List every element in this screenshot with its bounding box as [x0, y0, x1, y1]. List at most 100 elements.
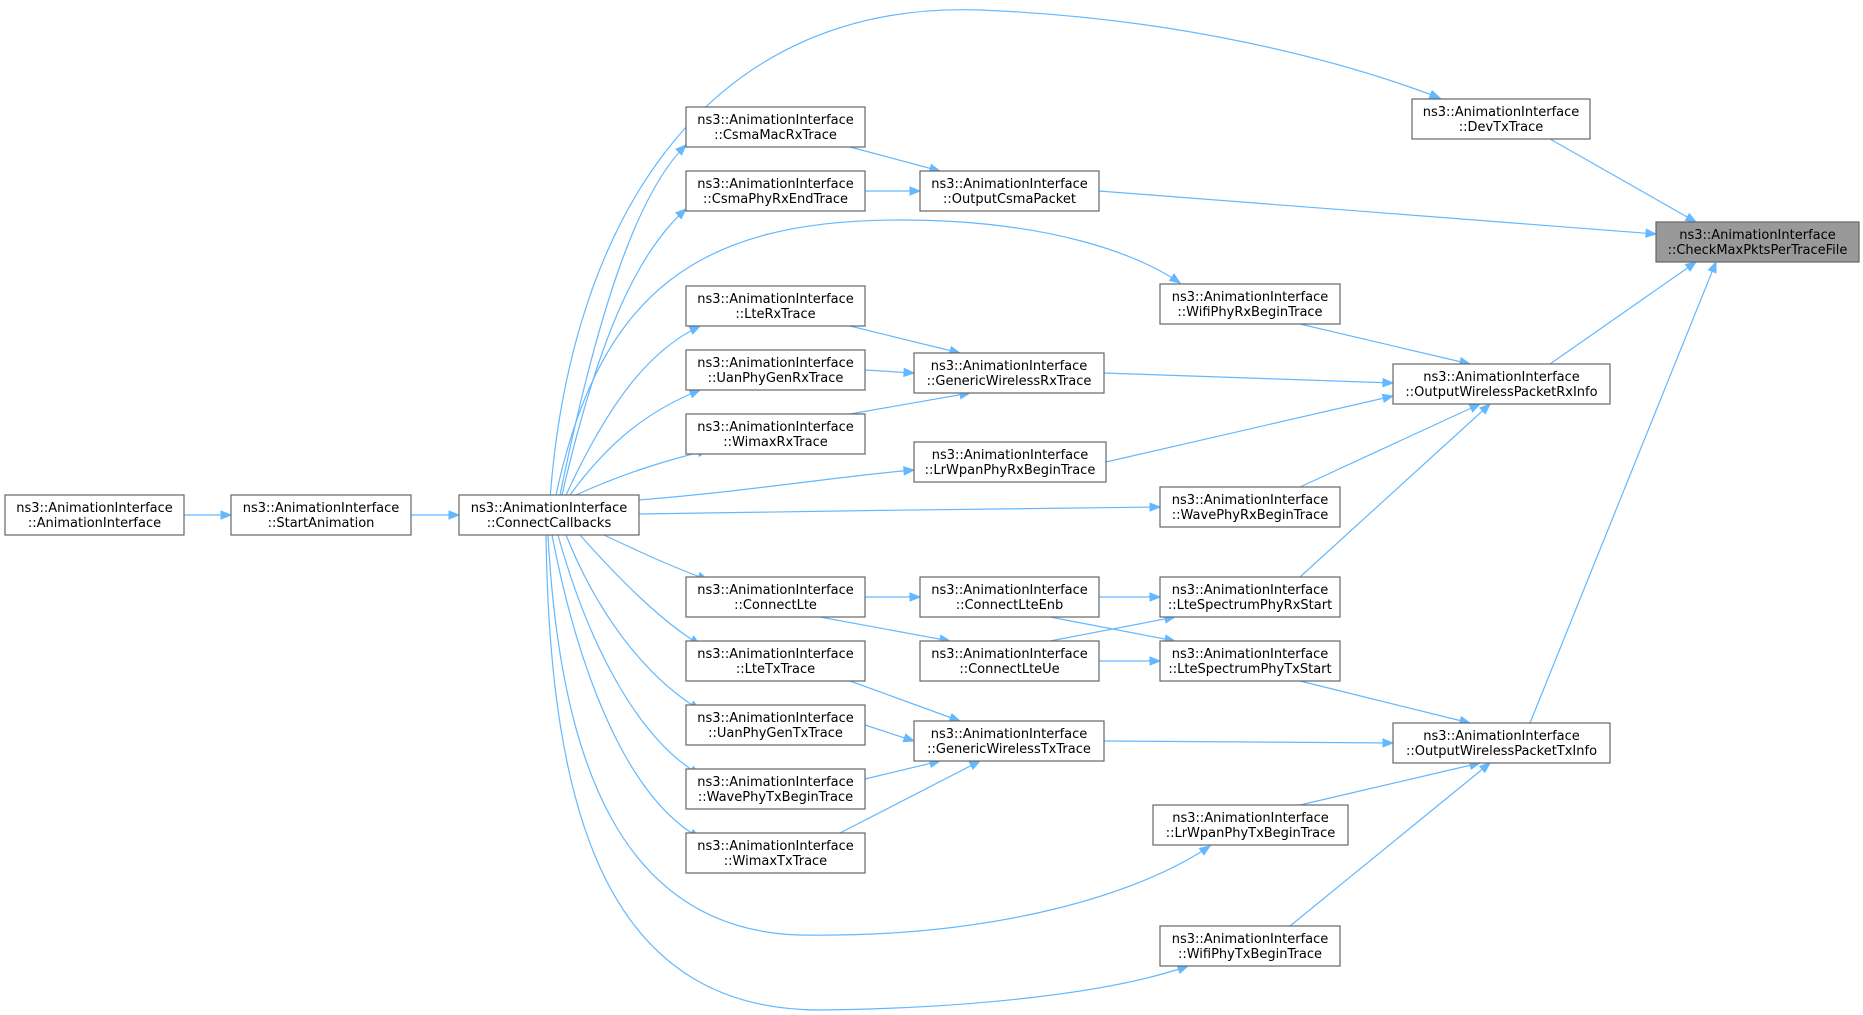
- edge-lwrx-to-outrx: [1105, 393, 1395, 463]
- node-box: [685, 704, 866, 746]
- node-label-line2: ::GenericWirelessRxTrace: [927, 374, 1092, 389]
- node-label-line1: ns3::AnimationInterface: [1172, 290, 1329, 305]
- node-wimaxrx[interactable]: ns3::AnimationInterface::WimaxRxTrace: [685, 413, 866, 455]
- node-ctor[interactable]: ns3::AnimationInterface::AnimationInterf…: [4, 494, 185, 536]
- node-label-line2: ::LrWpanPhyTxBeginTrace: [1166, 826, 1336, 841]
- node-lwtx[interactable]: ns3::AnimationInterface::LrWpanPhyTxBegi…: [1152, 804, 1349, 846]
- edge-cc-to-uanrx: [569, 389, 702, 496]
- node-label-line1: ns3::AnimationInterface: [243, 501, 400, 516]
- node-label-line2: ::WimaxTxTrace: [724, 854, 827, 869]
- edge-cc-to-lwrx: [638, 466, 916, 501]
- node-connue[interactable]: ns3::AnimationInterface::ConnectLteUe: [919, 640, 1100, 682]
- node-ltesrx[interactable]: ns3::AnimationInterface::LteSpectrumPhyR…: [1159, 576, 1341, 618]
- node-box: [1159, 640, 1341, 682]
- nodes-layer: ns3::AnimationInterface::CheckMaxPktsPer…: [4, 98, 1860, 967]
- node-label-line1: ns3::AnimationInterface: [1172, 932, 1329, 947]
- edge-connlte-to-connenb: [865, 592, 922, 602]
- node-uantx[interactable]: ns3::AnimationInterface::UanPhyGenTxTrac…: [685, 704, 866, 746]
- node-label-line1: ns3::AnimationInterface: [1172, 811, 1329, 826]
- edge-wifirx-to-outrx: [1299, 323, 1472, 367]
- edge-cc-to-wimaxrx: [575, 447, 710, 496]
- node-box: [685, 106, 866, 148]
- node-ltetx[interactable]: ns3::AnimationInterface::LteTxTrace: [685, 640, 866, 682]
- node-wifitx[interactable]: ns3::AnimationInterface::WifiPhyTxBeginT…: [1159, 925, 1341, 967]
- node-box: [685, 768, 866, 810]
- node-label-line2: ::ConnectCallbacks: [487, 516, 612, 531]
- edge-genrx-to-outrx: [1103, 372, 1395, 388]
- node-root[interactable]: ns3::AnimationInterface::CheckMaxPktsPer…: [1655, 221, 1860, 263]
- node-box: [1411, 98, 1591, 140]
- edge-outrx-to-root: [1549, 261, 1698, 365]
- edge-ltestx-to-outtx: [1299, 680, 1472, 726]
- node-label-line1: ns3::AnimationInterface: [697, 292, 854, 307]
- node-outrx[interactable]: ns3::AnimationInterface::OutputWirelessP…: [1392, 363, 1611, 405]
- node-label-line1: ns3::AnimationInterface: [1679, 228, 1836, 243]
- node-connlte[interactable]: ns3::AnimationInterface::ConnectLte: [685, 576, 866, 618]
- node-box: [919, 576, 1100, 618]
- node-wavetx[interactable]: ns3::AnimationInterface::WavePhyTxBeginT…: [685, 768, 866, 810]
- node-lterx[interactable]: ns3::AnimationInterface::LteRxTrace: [685, 285, 866, 327]
- node-connenb[interactable]: ns3::AnimationInterface::ConnectLteEnb: [919, 576, 1100, 618]
- node-label-line2: ::ConnectLte: [734, 598, 817, 613]
- edge-cc-to-connlte: [603, 534, 710, 581]
- node-lwrx[interactable]: ns3::AnimationInterface::LrWpanPhyRxBegi…: [913, 441, 1107, 483]
- node-box: [685, 832, 866, 874]
- edge-gentx-to-outtx: [1103, 738, 1395, 748]
- node-box: [685, 170, 866, 212]
- node-box: [1159, 283, 1341, 325]
- node-cc[interactable]: ns3::AnimationInterface::ConnectCallback…: [458, 494, 640, 536]
- node-label-line2: ::WimaxRxTrace: [723, 435, 827, 450]
- node-box: [1392, 363, 1611, 405]
- node-label-line2: ::OutputCsmaPacket: [943, 192, 1076, 207]
- node-start[interactable]: ns3::AnimationInterface::StartAnimation: [230, 494, 412, 536]
- node-label-line1: ns3::AnimationInterface: [932, 448, 1089, 463]
- node-label-line2: ::UanPhyGenRxTrace: [708, 371, 844, 386]
- node-label-line2: ::ConnectLteUe: [959, 662, 1059, 677]
- edge-lterx-to-genrx: [849, 325, 962, 356]
- edge-cc-to-uantx: [565, 534, 702, 711]
- node-wifirx[interactable]: ns3::AnimationInterface::WifiPhyRxBeginT…: [1159, 283, 1341, 325]
- edge-lwtx-to-outtx: [1299, 760, 1482, 806]
- node-gentx[interactable]: ns3::AnimationInterface::GenericWireless…: [913, 720, 1105, 762]
- edge-wifitx-to-outtx: [1289, 762, 1492, 927]
- node-label-line2: ::LteRxTrace: [735, 307, 815, 322]
- node-label-line1: ns3::AnimationInterface: [1172, 583, 1329, 598]
- node-outcsma[interactable]: ns3::AnimationInterface::OutputCsmaPacke…: [919, 170, 1100, 212]
- edge-ltesrx-to-outrx: [1299, 403, 1491, 578]
- node-label-line2: ::CheckMaxPktsPerTraceFile: [1668, 243, 1848, 258]
- node-label-line2: ::WifiPhyTxBeginTrace: [1178, 947, 1322, 962]
- node-box: [913, 352, 1105, 394]
- node-devtx[interactable]: ns3::AnimationInterface::DevTxTrace: [1411, 98, 1591, 140]
- node-outtx[interactable]: ns3::AnimationInterface::OutputWirelessP…: [1392, 722, 1611, 764]
- node-label-line2: ::LteSpectrumPhyRxStart: [1168, 598, 1332, 613]
- node-label-line1: ns3::AnimationInterface: [697, 583, 854, 598]
- node-waverx[interactable]: ns3::AnimationInterface::WavePhyRxBeginT…: [1159, 486, 1341, 528]
- node-label-line2: ::LteSpectrumPhyTxStart: [1168, 662, 1331, 677]
- node-label-line1: ns3::AnimationInterface: [471, 501, 628, 516]
- edge-cc-to-csmamac: [559, 144, 687, 496]
- node-genrx[interactable]: ns3::AnimationInterface::GenericWireless…: [913, 352, 1105, 394]
- node-label-line1: ns3::AnimationInterface: [1423, 370, 1580, 385]
- node-label-line2: ::StartAnimation: [268, 516, 375, 531]
- node-box: [1159, 925, 1341, 967]
- node-label-line1: ns3::AnimationInterface: [931, 359, 1088, 374]
- node-csmamac[interactable]: ns3::AnimationInterface::CsmaMacRxTrace: [685, 106, 866, 148]
- edge-connue-to-ltestx: [1099, 656, 1162, 666]
- node-label-line2: ::CsmaPhyRxEndTrace: [703, 192, 848, 207]
- node-label-line1: ns3::AnimationInterface: [697, 113, 854, 128]
- edge-connlte-to-connue: [819, 616, 952, 644]
- node-ltestx[interactable]: ns3::AnimationInterface::LteSpectrumPhyT…: [1159, 640, 1341, 682]
- node-uanrx[interactable]: ns3::AnimationInterface::UanPhyGenRxTrac…: [685, 349, 866, 391]
- node-label-line1: ns3::AnimationInterface: [697, 775, 854, 790]
- node-csmaphy[interactable]: ns3::AnimationInterface::CsmaPhyRxEndTra…: [685, 170, 866, 212]
- node-label-line2: ::OutputWirelessPacketTxInfo: [1406, 744, 1597, 759]
- node-box: [919, 640, 1100, 682]
- edge-connenb-to-ltesrx: [1099, 592, 1162, 602]
- node-wimaxtx[interactable]: ns3::AnimationInterface::WimaxTxTrace: [685, 832, 866, 874]
- node-label-line1: ns3::AnimationInterface: [697, 356, 854, 371]
- node-box: [1159, 576, 1341, 618]
- node-box: [919, 170, 1100, 212]
- node-label-line1: ns3::AnimationInterface: [697, 647, 854, 662]
- node-box: [1152, 804, 1349, 846]
